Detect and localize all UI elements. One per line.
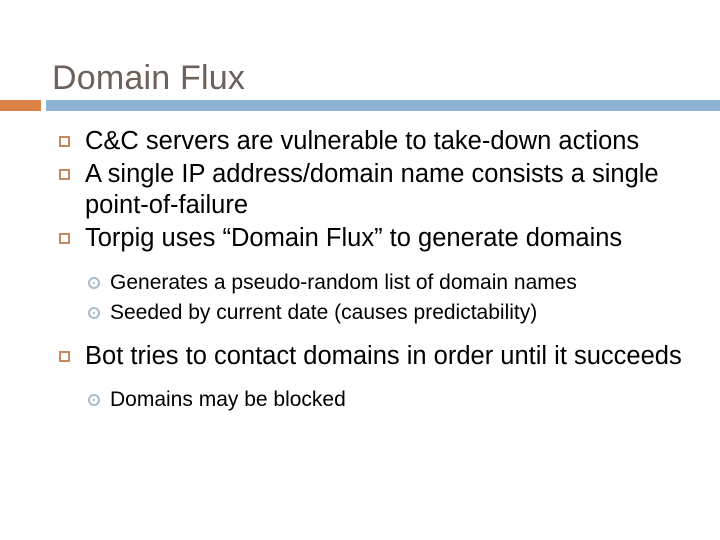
slide-body: C&C servers are vulnerable to take-down … bbox=[0, 126, 720, 415]
list-item-label: A single IP address/domain name consists… bbox=[85, 159, 659, 220]
list-item: C&C servers are vulnerable to take-down … bbox=[0, 126, 720, 158]
title-accent-blue-rule bbox=[46, 100, 720, 111]
list-item-label: Torpig uses “Domain Flux” to generate do… bbox=[85, 223, 623, 252]
square-bullet-icon bbox=[59, 168, 70, 180]
list-item: Seeded by current date (causes predictab… bbox=[0, 298, 720, 328]
ring-bullet-icon bbox=[88, 307, 100, 319]
square-bullet-icon bbox=[59, 351, 70, 362]
list-item-label: Generates a pseudo-random list of domain… bbox=[110, 271, 577, 294]
list-item-label: C&C servers are vulnerable to take-down … bbox=[85, 127, 640, 155]
sub-list-group: Domains may be blocked bbox=[0, 385, 720, 415]
ring-bullet-icon bbox=[88, 393, 100, 406]
list-item-label: Seeded by current date (causes predictab… bbox=[110, 301, 538, 324]
list-item: Bot tries to contact domains in order un… bbox=[0, 341, 720, 373]
title-accent-orange-block bbox=[0, 100, 41, 111]
square-bullet-icon bbox=[59, 232, 70, 244]
ring-bullet-icon bbox=[88, 277, 100, 289]
sub-list-group: Generates a pseudo-random list of domain… bbox=[0, 268, 720, 328]
list-item: A single IP address/domain name consists… bbox=[0, 159, 720, 222]
list-item-label: Bot tries to contact domains in order un… bbox=[85, 342, 682, 370]
list-item: Domains may be blocked bbox=[0, 385, 720, 415]
list-item: Torpig uses “Domain Flux” to generate do… bbox=[0, 223, 720, 255]
page-title: Domain Flux bbox=[52, 58, 246, 97]
square-bullet-icon bbox=[59, 136, 70, 147]
list-item-label: Domains may be blocked bbox=[110, 387, 346, 411]
list-item: Generates a pseudo-random list of domain… bbox=[0, 268, 720, 298]
